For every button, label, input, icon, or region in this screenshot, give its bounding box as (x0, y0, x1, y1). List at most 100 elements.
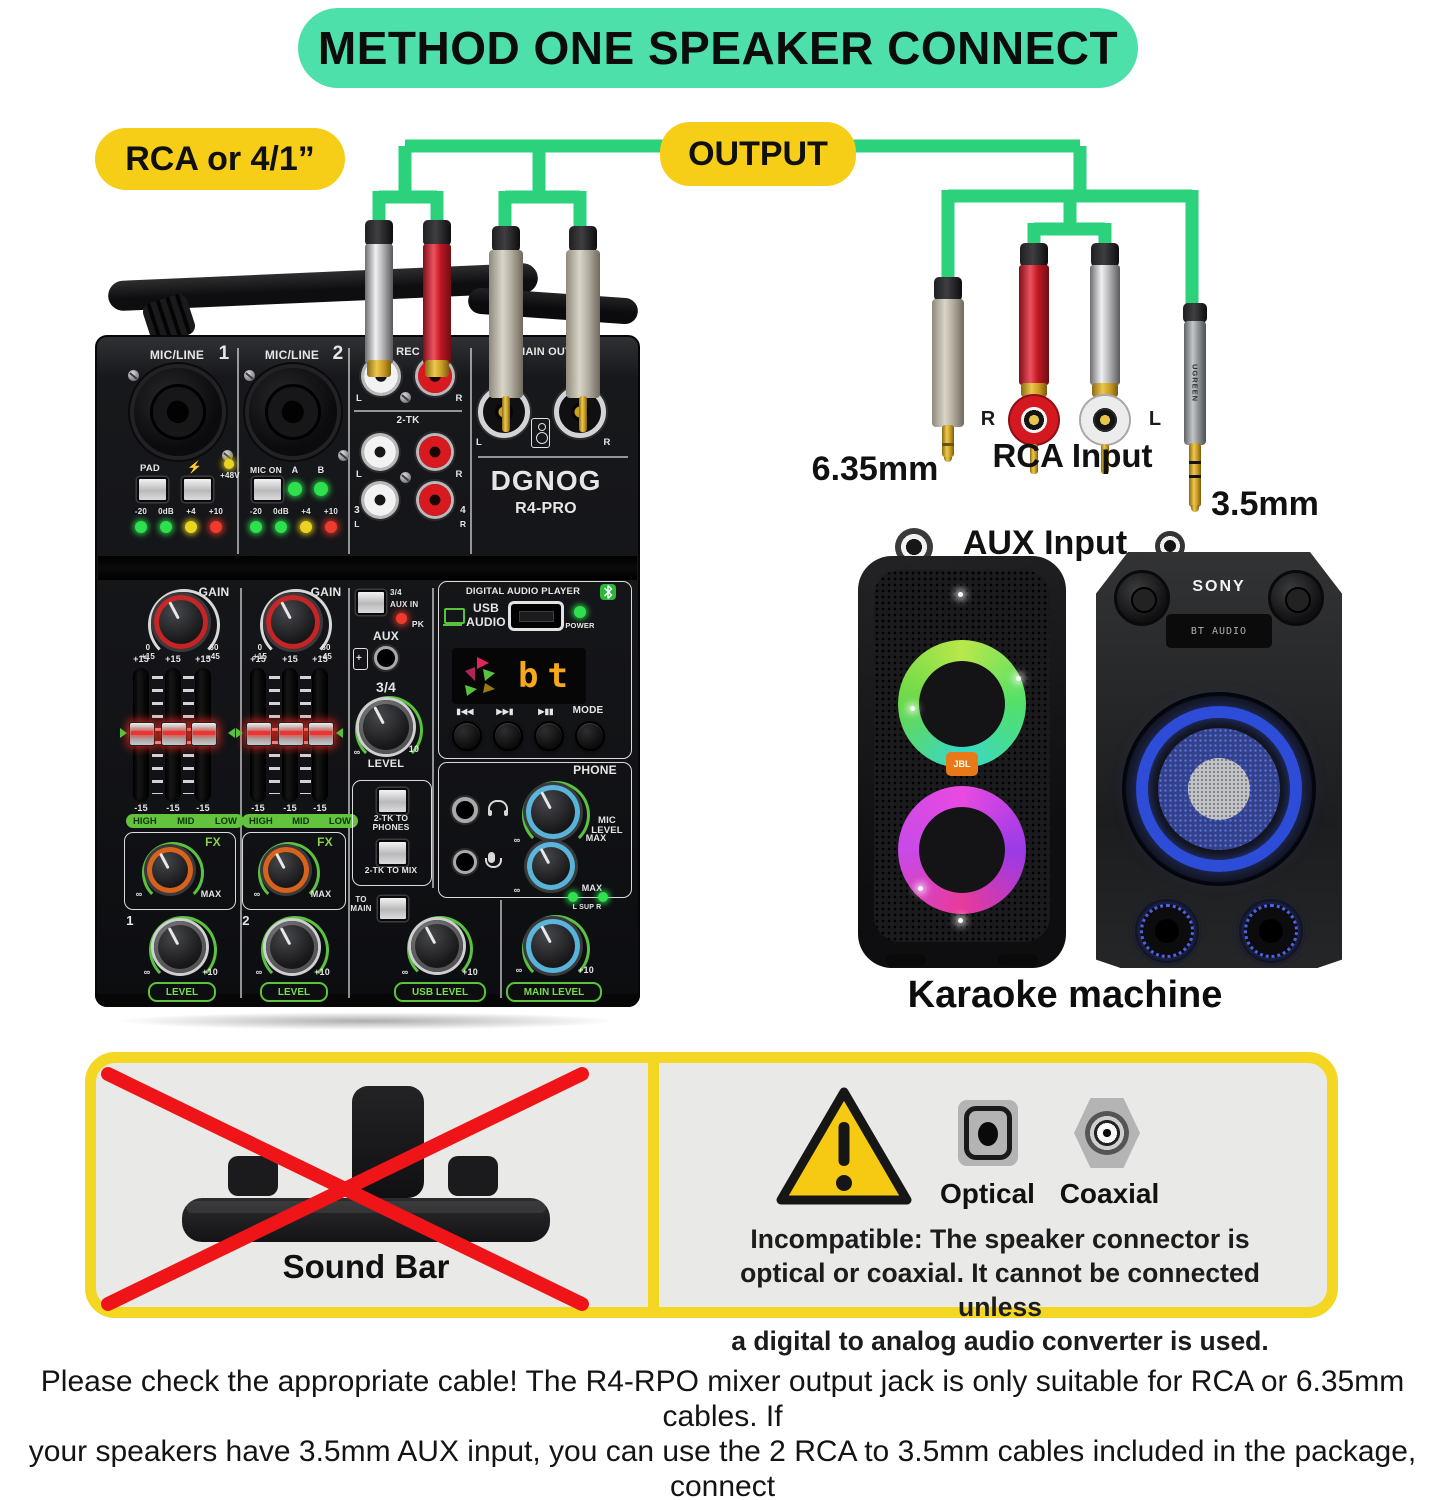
pk-led (396, 613, 407, 624)
divider (240, 588, 242, 998)
fx-arc-1 (142, 842, 204, 904)
main-level-knob (526, 919, 580, 973)
select-34-label: 3/4 (390, 588, 402, 597)
tk-to-phones-label: 2-TK TO PHONES (372, 813, 410, 833)
size-635-label: 6.35mm (811, 450, 939, 488)
device-icon (353, 648, 368, 670)
rca-red-flange (1008, 394, 1060, 446)
eq-fader (246, 722, 272, 746)
size-35-label: 3.5mm (1211, 485, 1319, 523)
phone-arc (522, 781, 590, 849)
display-readout: bt (518, 656, 577, 696)
meter-led (250, 521, 262, 533)
aux-input-label: AUX Input (962, 524, 1128, 562)
l-channel-label: L (1148, 408, 1162, 430)
footer-note: Please check the appropriate cable! The … (15, 1364, 1430, 1500)
eq-fader (161, 722, 187, 746)
tk-to-phones-button (377, 788, 408, 814)
select-auxin-label: AUX IN (390, 600, 419, 609)
sony-woofer (1122, 692, 1316, 886)
mic-icon (485, 852, 502, 868)
main-level-arc (522, 915, 590, 983)
rca-input-label: RCA Input (992, 437, 1153, 474)
power-label: POWER (565, 621, 595, 630)
incompatible-box-divider (648, 1056, 659, 1314)
max-label: MAX (200, 889, 222, 899)
eq-plus15: +15 (195, 654, 211, 664)
usb-level-arc (407, 916, 473, 982)
eq-minus15: -15 (166, 803, 180, 813)
p10-label: +10 (314, 967, 330, 977)
inf-label: ∞ (353, 747, 361, 757)
callout-output: OUTPUT (660, 122, 856, 186)
eq-fader (308, 722, 334, 746)
mixer-bottom-lip (95, 994, 640, 1007)
screw (338, 450, 349, 461)
two-tk-jack-l (364, 436, 396, 468)
level-pill-1: LEVEL (148, 982, 216, 1002)
jbl-light-ring-top (898, 640, 1026, 768)
fx-section-1 (124, 832, 236, 910)
incompatible-line-1: Incompatible: The speaker connector is (750, 1224, 1250, 1254)
jbl-logo-text: JBL (953, 759, 971, 769)
plug-ts-left-2 (566, 226, 600, 432)
aux-label: AUX (373, 629, 399, 643)
fx-label-1: FX (205, 835, 221, 849)
sparkle (958, 592, 963, 597)
level-pill-2: LEVEL (260, 982, 328, 1002)
ch34-jack-l (364, 484, 396, 516)
next-icon: ▶▶▮ (496, 707, 514, 716)
soundbar-satellite-left (228, 1156, 278, 1196)
gain-scale: 0+15 (140, 643, 156, 661)
sony-speaker: SONY BT AUDIO (1096, 552, 1342, 968)
callout-rca-or-quarter: RCA or 4/1” (95, 128, 345, 190)
plug-rca-white-right (1087, 243, 1123, 483)
sparkle (958, 918, 963, 923)
meter-led (210, 521, 222, 533)
dap-label: DIGITAL AUDIO PLAYER (465, 586, 581, 597)
to-main-label: TO MAIN (350, 895, 372, 913)
eq-minus15: -15 (251, 803, 265, 813)
p10-label: +10 (462, 967, 478, 977)
inf-label: ∞ (513, 835, 521, 845)
mic-on-label: MIC ON (250, 465, 282, 475)
two-tk-jack-r (419, 436, 451, 468)
eq-minus15: -15 (283, 803, 297, 813)
level-arc-2 (261, 916, 329, 984)
max-label: MAX (310, 889, 332, 899)
fx-label-2: FX (317, 835, 333, 849)
eq-plus15: +15 (133, 654, 149, 664)
r-label: R (459, 519, 467, 529)
usb-level-knob (411, 920, 463, 972)
p10-label: +10 (202, 967, 218, 977)
r-label: R (455, 393, 463, 404)
main-out-label: MAIN OUT (516, 346, 572, 358)
slider-ticks (183, 676, 194, 794)
display-pinwheel (465, 657, 495, 696)
fx-knob-1 (147, 847, 193, 893)
gain-arc-2 (260, 589, 332, 661)
sparkle (918, 886, 923, 891)
mic-on-button (252, 477, 283, 502)
ugreen-brand-text: UGREEN (1190, 363, 1200, 403)
l-label: L (355, 393, 362, 404)
level-knob-1 (154, 921, 206, 973)
l-label: L (355, 469, 362, 480)
mic-jack (453, 850, 477, 874)
inf-label: ∞ (135, 889, 143, 899)
meter-led (275, 521, 287, 533)
divider (478, 456, 628, 458)
aux-level-knob (359, 700, 413, 754)
usb-label: USB (473, 601, 499, 615)
xlr-combo-jack-2 (249, 368, 337, 456)
coaxial-label: Coaxial (1059, 1178, 1160, 1209)
phone-mic-section (438, 762, 632, 898)
plug-rca-red-right (1016, 243, 1052, 483)
ch1-number: 1 (126, 913, 134, 928)
prev-icon: ▮◀◀ (456, 707, 474, 716)
led-a (288, 482, 302, 496)
speaker-icon (531, 418, 550, 448)
